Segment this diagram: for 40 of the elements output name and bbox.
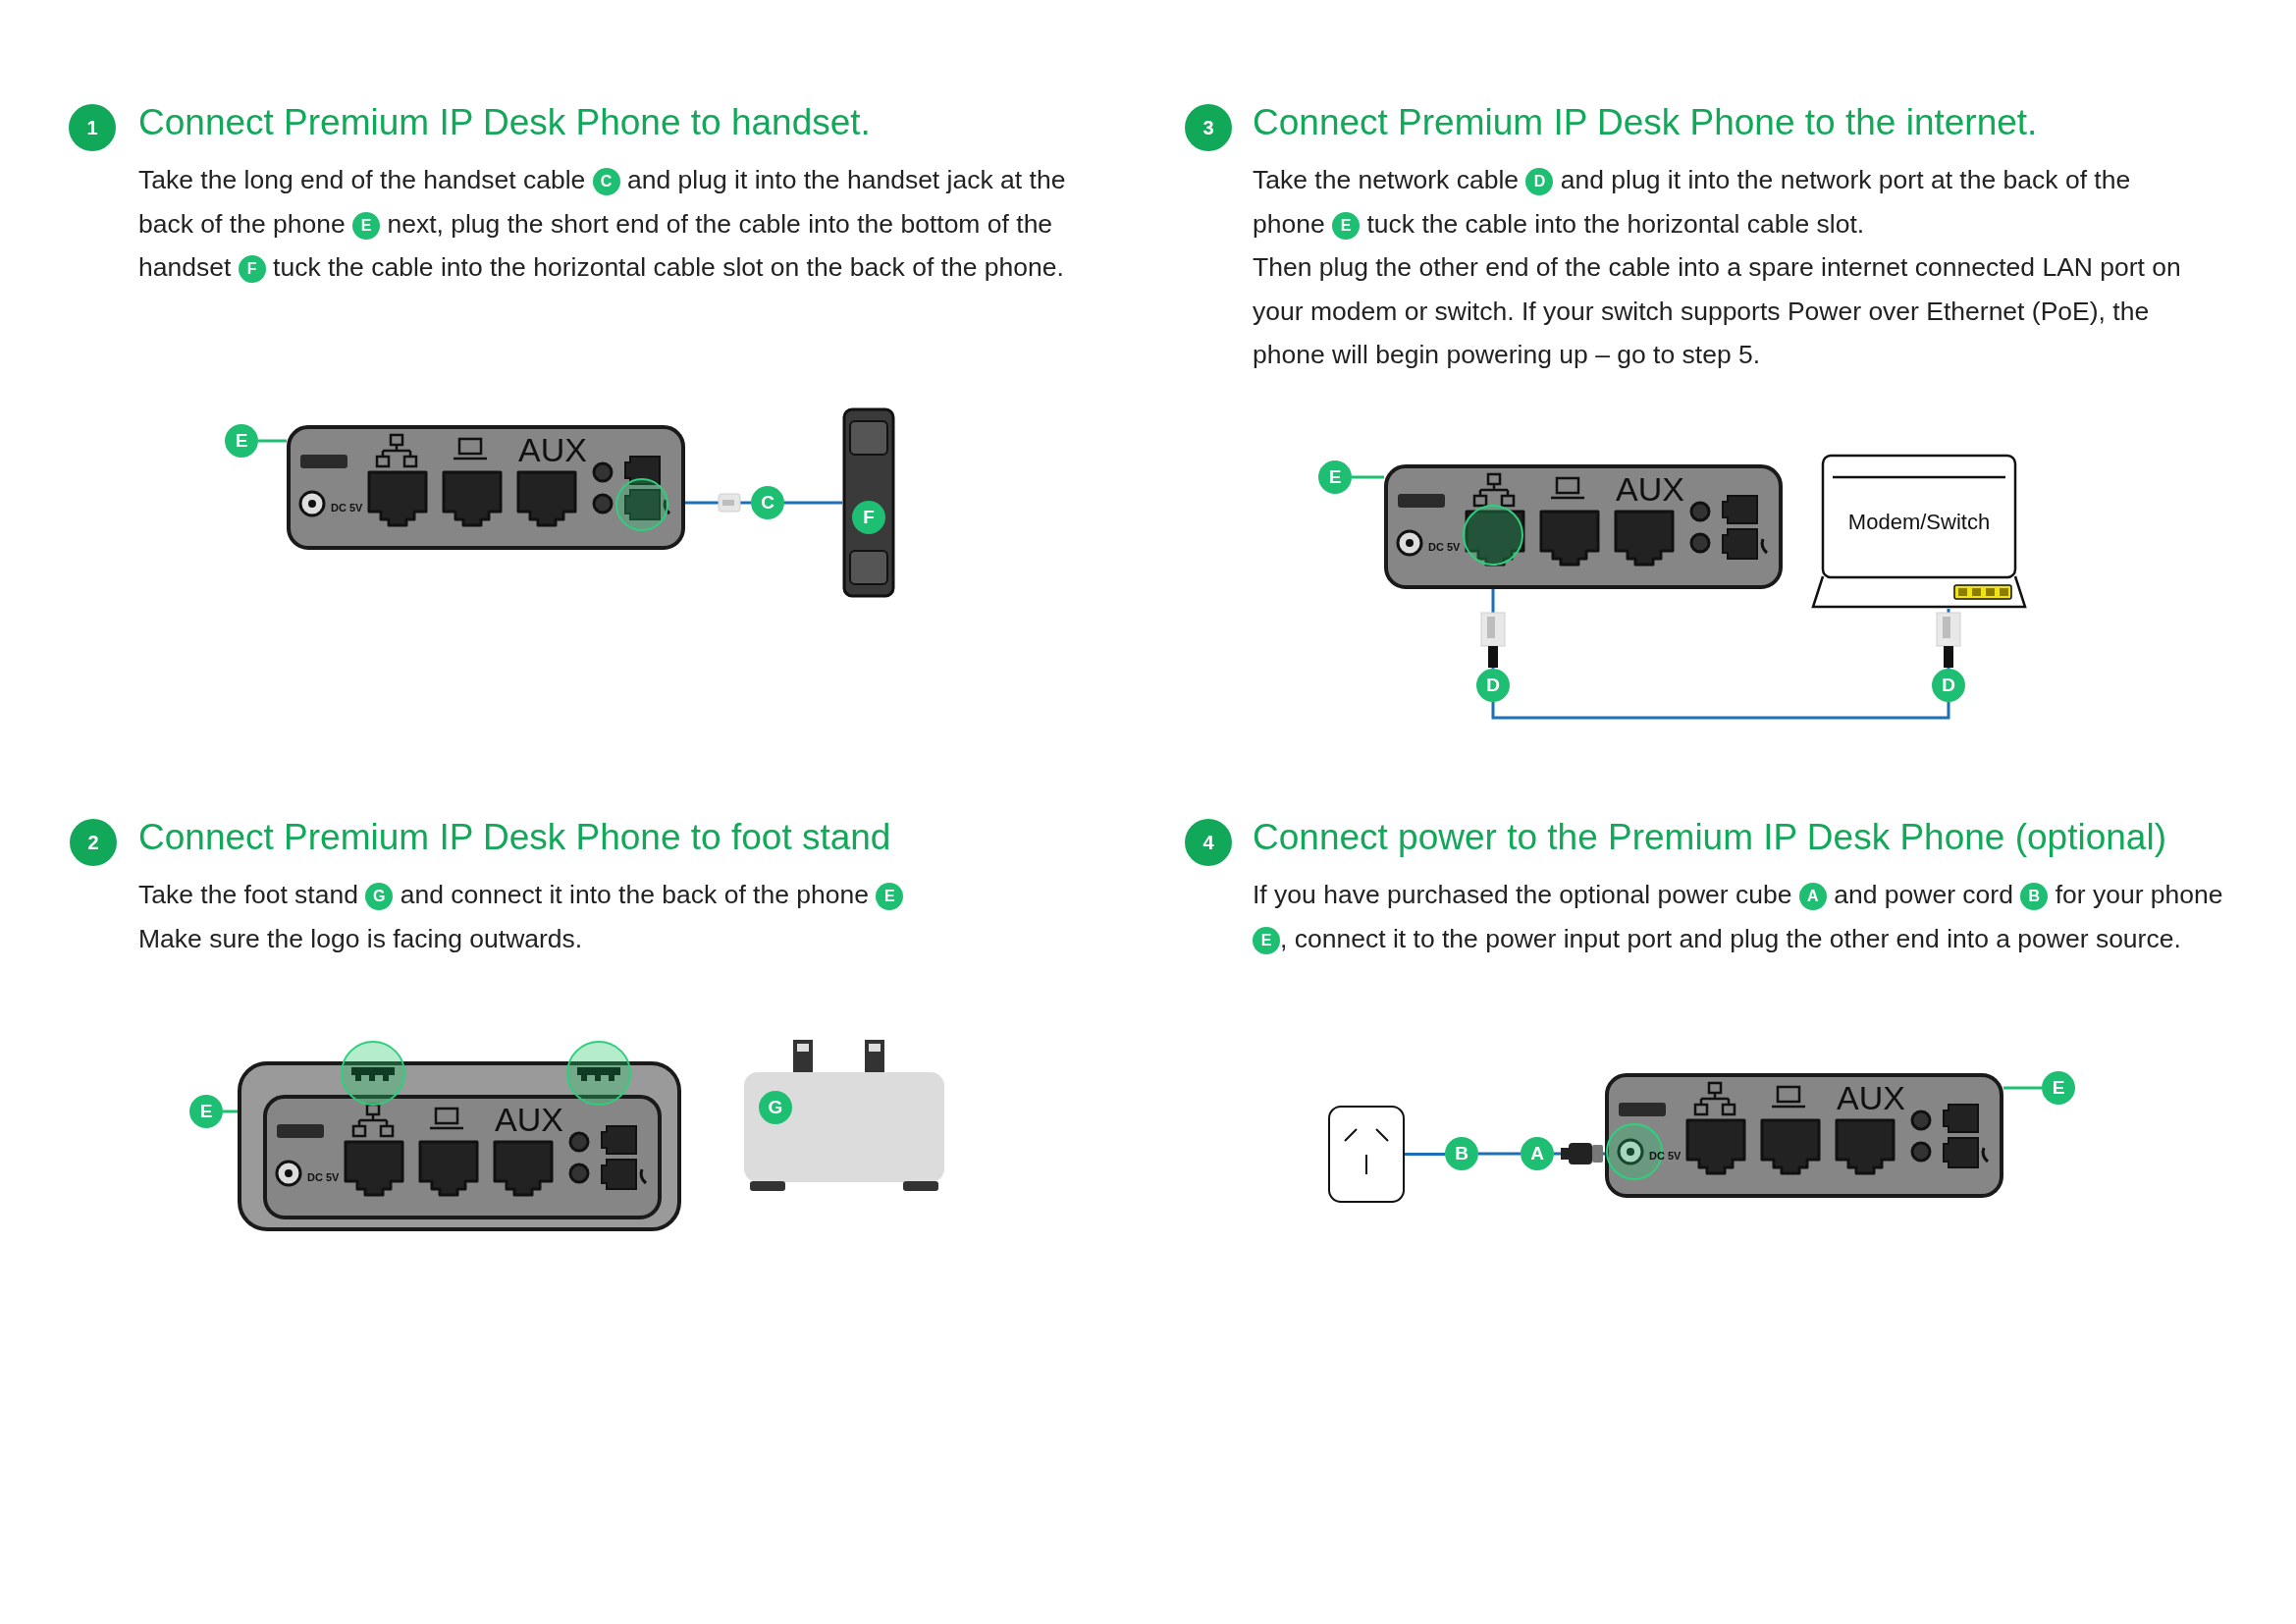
leader-line <box>258 439 287 443</box>
instruction-text: Make sure the logo is facing outwards. <box>138 923 584 955</box>
callout-letter: C <box>751 486 784 519</box>
callout-letter: A <box>1521 1137 1554 1170</box>
step-heading: Connect Premium IP Desk Phone to the internet. <box>1253 102 2038 143</box>
leader-line <box>223 1110 238 1113</box>
cable-line <box>1491 702 1950 720</box>
callout-letter: E <box>2042 1071 2075 1105</box>
callout-letter: D <box>1932 669 1965 702</box>
leader-line <box>1352 475 1384 479</box>
callout-letter: E <box>1318 460 1352 494</box>
port-label: DC 5V <box>1428 542 1461 553</box>
port-label: AUX <box>1837 1081 1905 1114</box>
port-label: DC 5V <box>1649 1151 1682 1162</box>
port-label: AUX <box>1616 472 1684 506</box>
cable-line <box>1405 1153 1445 1156</box>
step-number-badge: 3 <box>1185 104 1232 151</box>
instruction-text: Take the long end of the handset cable C and plug it into the handset jack at the back of the phone E next, plug the short end of the cable into the bottom of the handset F tuck the cable into the horizontal cable slot on the back of the phone. <box>138 164 1067 286</box>
instruction-text: Take the network cable D and plug it into the network port at the back of the phone E tuck the cable into the horizontal cable slot. <box>1253 164 2132 242</box>
callout-letter: B <box>1445 1137 1478 1170</box>
port-label: AUX <box>495 1103 563 1136</box>
cable-line <box>784 501 842 505</box>
step-number-badge: 4 <box>1185 819 1232 866</box>
callout-letter: D <box>1476 669 1510 702</box>
cable-line <box>685 501 751 505</box>
instruction-text: If you have purchased the optional power cube A and power cord B for your phone E, connect it to the power input port and plug the other end into a power source. <box>1253 879 2224 956</box>
callout-letter: E <box>189 1095 223 1128</box>
step-heading: Connect Premium IP Desk Phone to foot stand <box>138 817 891 858</box>
instruction-text: Then plug the other end of the cable into a spare internet connected LAN port on your modem or switch. If your switch supports Power over Ethernet (PoE), the phone will begin powering up – go to step 5. <box>1253 251 2182 372</box>
leader-line <box>2003 1086 2042 1090</box>
port-label: AUX <box>518 433 587 466</box>
step-number-badge: 1 <box>69 104 116 151</box>
port-label: DC 5V <box>307 1172 340 1183</box>
step-number-badge: 2 <box>70 819 117 866</box>
step-heading: Connect Premium IP Desk Phone to handset. <box>138 102 871 143</box>
port-label: DC 5V <box>331 503 363 514</box>
callout-letter: E <box>225 424 258 458</box>
instruction-text: Take the foot stand G and connect it into the back of the phone E <box>138 873 1130 917</box>
step-heading: Connect power to the Premium IP Desk Phone (optional) <box>1253 817 2166 858</box>
cable-line <box>1478 1152 1521 1156</box>
